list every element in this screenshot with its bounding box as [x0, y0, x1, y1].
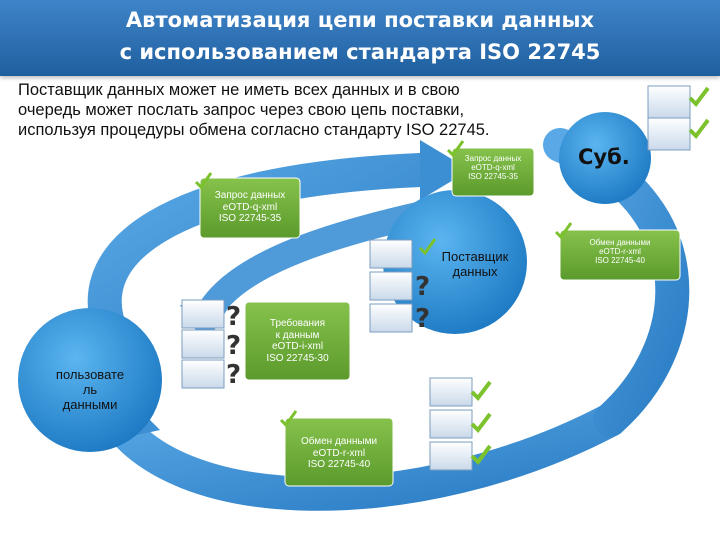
document-icon	[181, 359, 225, 389]
sub-circle	[559, 112, 651, 204]
checkmark-icon	[470, 444, 492, 466]
requirements-box-label: Требования к данным eOTD-i-xml ISO 22745…	[245, 318, 350, 364]
document-icon	[369, 271, 413, 301]
document-icon	[369, 303, 413, 333]
intro-line-1: Поставщик данных может не иметь всех дан…	[18, 81, 460, 99]
supplier-line1: Поставщик	[441, 249, 509, 264]
checkmark-icon	[688, 118, 710, 140]
requirements-line1: Требования	[269, 318, 326, 329]
checkmark-icon	[279, 410, 298, 428]
request-box-left-label: Запрос данных eOTD-q-xml ISO 22745-35	[200, 190, 300, 225]
exchange-right-line1: Обмен данными	[589, 238, 651, 247]
arrow-bottom-return	[93, 393, 627, 511]
exchange-right-line3: ISO 22745-40	[595, 256, 645, 266]
question-icon: ?	[226, 302, 241, 332]
document-icon	[429, 409, 473, 439]
document-icon-group-user: ? ? ?	[181, 299, 241, 390]
intro-line-3: используя процедуры обмена согласно стан…	[18, 121, 490, 139]
arrow-head-top	[420, 140, 470, 200]
exchange-box-bottom-label: Обмен данными eOTD-r-xml ISO 22745-40	[285, 436, 393, 471]
user-line1: пользовате	[55, 367, 125, 382]
document-icon-group-right-top	[647, 85, 710, 151]
title-line-1: Автоматизация цепи поставки данных	[125, 8, 595, 32]
requirements-line4: ISO 22745-30	[266, 352, 329, 364]
exchange-bottom-line3: ISO 22745-40	[307, 459, 371, 470]
intro-line-2: очередь может послать запрос через свою …	[18, 101, 465, 119]
requirements-line2: к данным	[275, 329, 320, 341]
document-icon	[181, 299, 225, 329]
checkmark-icon	[194, 172, 213, 190]
document-icon	[647, 117, 691, 151]
user-line3: данными	[62, 396, 118, 412]
title-banner: Автоматизация цепи поставки данных с исп…	[0, 0, 720, 76]
document-icon	[369, 239, 413, 269]
supplier-label: Поставщик данных	[420, 249, 530, 280]
request-box-top-label: Запрос данных eOTD-q-xml ISO 22745-35	[452, 154, 534, 182]
checkmark-icon	[554, 222, 573, 240]
checkmark-icon	[688, 86, 710, 108]
request-box-top-line1: Запрос данных	[464, 154, 522, 163]
title-line-2: с использованием стандарта ISO 22745	[119, 40, 601, 64]
document-icon	[429, 377, 473, 407]
question-icon: ?	[415, 272, 430, 302]
request-box-left-line1: Запрос данных	[214, 190, 286, 201]
exchange-box-bottom	[284, 417, 394, 487]
request-box-left	[199, 177, 301, 239]
checkmark-icon	[418, 238, 437, 256]
user-line2: ль	[82, 381, 98, 397]
request-box-top-line3: ISO 22745-35	[468, 172, 518, 182]
request-box-top-line2: eOTD-q-xml	[471, 163, 515, 173]
question-icon: ?	[226, 331, 241, 361]
request-box-left-line3: ISO 22745-35	[218, 213, 282, 224]
intro-text: Поставщик данных может не иметь всех дан…	[18, 80, 558, 140]
exchange-box-right-label: Обмен данными eOTD-r-xml ISO 22745-40	[560, 238, 680, 266]
user-label: пользовате ль данными	[30, 367, 150, 413]
document-icon	[181, 329, 225, 359]
exchange-bottom-line2: eOTD-r-xml	[312, 447, 366, 459]
checkmark-icon	[470, 412, 492, 434]
requirements-line3: eOTD-i-xml	[271, 341, 324, 352]
request-box-left-line2: eOTD-q-xml	[222, 201, 278, 213]
supplier-circle	[383, 190, 527, 334]
request-box-top	[451, 147, 535, 197]
sub-label: Суб.	[578, 145, 630, 169]
exchange-bottom-line1: Обмен данными	[300, 436, 378, 447]
exchange-box-right	[559, 229, 681, 281]
checkmark-icon	[470, 380, 492, 402]
requirements-box	[244, 301, 351, 381]
exchange-right-line2: eOTD-r-xml	[599, 247, 641, 257]
checkmark-icon	[446, 140, 465, 158]
document-icon	[429, 441, 473, 471]
document-icon-group-bottom-right	[429, 377, 492, 471]
user-circle	[18, 308, 162, 452]
document-icon	[647, 85, 691, 119]
question-icon: ?	[226, 360, 241, 390]
question-icon: ?	[415, 304, 430, 334]
document-icon-group-supplier: ? ?	[369, 239, 430, 334]
supplier-line2: данных	[452, 263, 498, 279]
